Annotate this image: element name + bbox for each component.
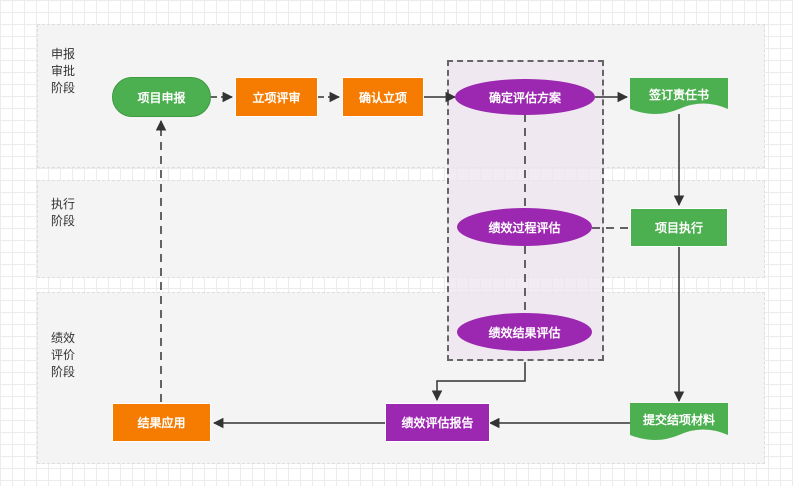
- document-shape-icon: [630, 78, 728, 114]
- node-assessment-plan[interactable]: 确定评估方案: [455, 79, 595, 115]
- node-assessment-plan-label: 确定评估方案: [488, 90, 561, 105]
- node-process-evaluation[interactable]: 绩效过程评估: [457, 208, 592, 246]
- lane-label-evaluation: 绩效评价阶段: [50, 331, 75, 379]
- node-project-execution-label: 项目执行: [654, 221, 703, 235]
- node-process-evaluation-label: 绩效过程评估: [488, 220, 561, 235]
- document-shape-icon: [630, 403, 728, 440]
- node-result-application-label: 结果应用: [137, 416, 186, 430]
- node-result-evaluation[interactable]: 绩效结果评估: [457, 313, 592, 351]
- node-project-execution[interactable]: 项目执行: [630, 208, 728, 247]
- node-result-evaluation-label: 绩效结果评估: [488, 325, 561, 340]
- node-evaluation-report-label: 绩效评估报告: [401, 416, 474, 430]
- lane-label-execution: 执行阶段: [50, 197, 75, 228]
- node-project-review-label: 立项评审: [252, 90, 301, 105]
- node-project-apply[interactable]: 项目申报: [112, 77, 211, 117]
- node-project-review[interactable]: 立项评审: [235, 77, 318, 117]
- node-sign-responsibility[interactable]: 签订责任书: [630, 78, 728, 116]
- node-evaluation-report[interactable]: 绩效评估报告: [385, 403, 490, 442]
- arrow-result-report: [431, 362, 526, 402]
- node-project-apply-label: 项目申报: [137, 90, 186, 105]
- node-confirm-project[interactable]: 确认立项: [342, 77, 424, 117]
- node-result-application[interactable]: 结果应用: [112, 403, 211, 442]
- node-sign-responsibility-label: 签订责任书: [648, 87, 709, 102]
- node-submit-materials-label: 提交结项材料: [642, 413, 715, 427]
- node-submit-materials[interactable]: 提交结项材料: [630, 403, 728, 442]
- lane-label-approval: 申报审批阶段: [50, 47, 75, 95]
- node-confirm-project-label: 确认立项: [358, 90, 407, 105]
